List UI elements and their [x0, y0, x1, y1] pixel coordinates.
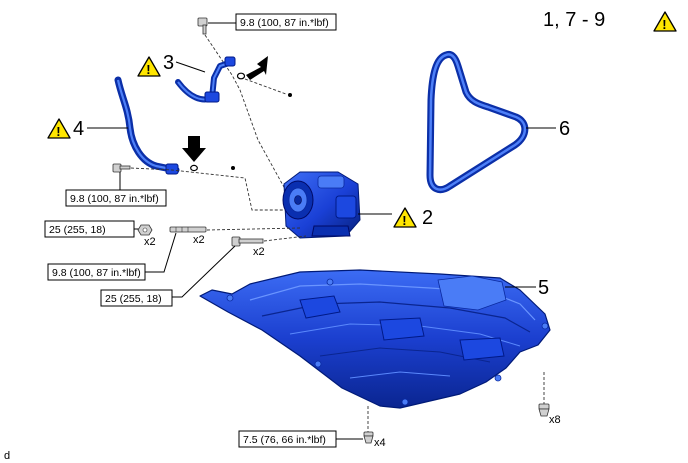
o-ring-icon	[236, 72, 246, 80]
bolt-icon	[112, 163, 131, 173]
assembly-line	[204, 34, 291, 199]
dot-icon	[288, 93, 292, 97]
o-ring-icon	[190, 164, 198, 172]
leader-line	[145, 232, 177, 273]
quantity-cover-rear: x8	[549, 414, 561, 426]
compressor	[282, 171, 361, 239]
part-number-3: 3	[163, 52, 174, 74]
down-arrow-icon	[182, 136, 206, 162]
assembly-line	[130, 167, 290, 211]
suction-hose	[175, 56, 236, 103]
torque-box	[65, 189, 167, 207]
bolt-icon	[197, 17, 208, 35]
assembly-line	[206, 227, 301, 231]
torque-value-nut: 25 (255, 18)	[49, 224, 106, 236]
discharge-hose	[114, 76, 180, 175]
assembly-line	[244, 78, 287, 95]
down-arrow-icon	[246, 56, 268, 80]
bolt-icon	[231, 236, 264, 247]
torque-value-bolt: 25 (255, 18)	[105, 293, 162, 305]
torque-box	[47, 263, 146, 281]
assembly-line	[263, 235, 307, 242]
leader-line	[175, 61, 206, 73]
svg-text:!: !	[402, 213, 406, 228]
torque-value-hose-bolt: 9.8 (100, 87 in.*lbf)	[70, 193, 159, 205]
part-number-2: 2	[422, 207, 433, 229]
part-number-6: 6	[559, 118, 570, 140]
bolt-icon	[538, 403, 550, 417]
part-number-5: 5	[538, 277, 549, 299]
drive-belt	[426, 50, 529, 194]
torque-value-cover-bolt: 7.5 (76, 66 in.*lbf)	[243, 434, 326, 446]
warning-triangle-icon: !	[137, 56, 161, 77]
figure-mark: d	[4, 450, 10, 462]
quantity-nut: x2	[144, 236, 156, 248]
svg-text:!: !	[146, 62, 150, 77]
torque-box	[238, 430, 337, 448]
svg-text:!: !	[56, 124, 60, 139]
quantity-stud: x2	[193, 234, 205, 246]
step-label: 1, 7 - 9	[543, 9, 605, 31]
warning-triangle-icon: !	[653, 11, 677, 32]
part-number-4: 4	[73, 118, 84, 140]
dot-icon	[231, 166, 235, 170]
warning-triangle-icon: !	[47, 118, 71, 139]
quantity-cover-front: x4	[374, 437, 386, 449]
torque-box	[100, 289, 173, 307]
torque-box	[235, 13, 337, 31]
leader-line	[172, 245, 236, 298]
nut-icon	[137, 224, 153, 236]
torque-value-stud: 9.8 (100, 87 in.*lbf)	[52, 267, 141, 279]
engine-under-cover	[199, 269, 551, 409]
bolt-icon	[363, 431, 374, 444]
quantity-bolt: x2	[253, 246, 265, 258]
svg-text:!: !	[662, 17, 666, 32]
torque-value-top-bolt: 9.8 (100, 87 in.*lbf)	[240, 17, 329, 29]
warning-triangle-icon: !	[393, 207, 417, 228]
stud-icon	[169, 226, 207, 233]
